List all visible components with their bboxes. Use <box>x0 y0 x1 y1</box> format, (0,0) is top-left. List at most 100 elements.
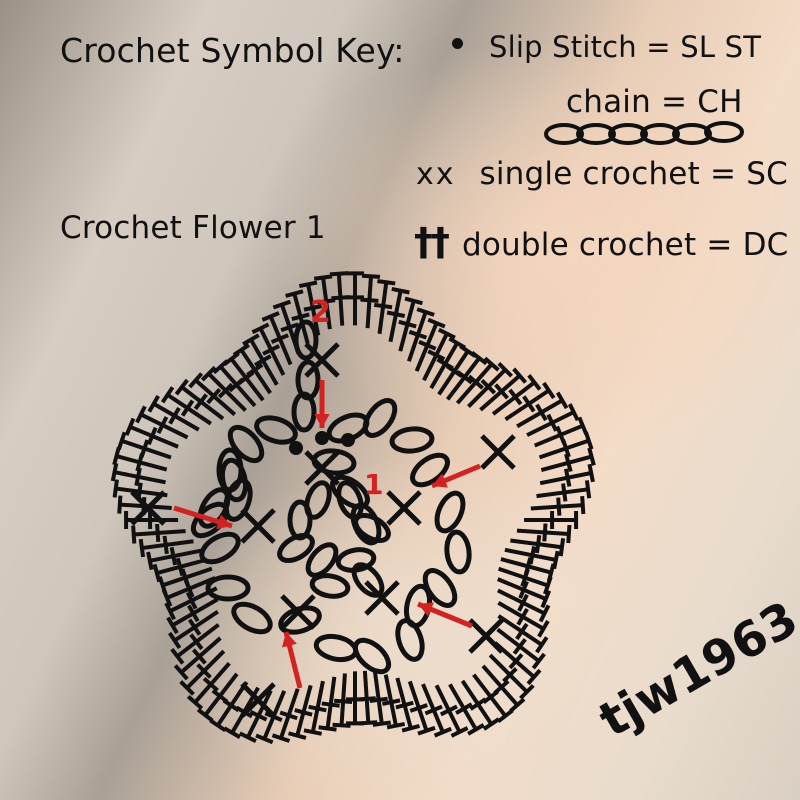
double-crochet-stitch <box>298 280 323 336</box>
double-crochet-stitch <box>398 296 423 352</box>
chain-stitch <box>434 490 466 534</box>
double-crochet-stitch <box>479 367 528 412</box>
chain-stitch <box>293 319 319 361</box>
double-crochet-stitch <box>146 546 202 571</box>
double-crochet-stitch <box>200 365 247 412</box>
double-crochet-stitch <box>539 463 595 487</box>
chain-stitch <box>223 478 253 522</box>
single-crochet-stitch <box>480 434 516 470</box>
double-crochet-stitch <box>504 381 556 422</box>
double-crochet-stitch <box>131 523 186 544</box>
single-crochet-stitch <box>240 682 276 718</box>
chain-stitch <box>205 574 251 602</box>
direction-arrow <box>281 631 303 689</box>
chain-stitch <box>313 633 359 663</box>
chain-stitch <box>227 424 265 464</box>
slip-stitch-dot <box>315 431 329 445</box>
chain-stitch <box>309 573 351 599</box>
chain-stitch <box>422 568 458 608</box>
direction-arrow <box>417 601 473 629</box>
single-crochet-stitch <box>304 450 340 486</box>
chain-stitch <box>395 618 425 662</box>
chain-stitch <box>304 480 332 520</box>
double-crochet-stitch <box>369 671 391 727</box>
double-crochet-stitch <box>497 566 553 595</box>
double-crochet-stitch <box>467 361 514 408</box>
double-crochet-stitch <box>332 673 353 728</box>
double-crochet-stitch <box>174 378 225 421</box>
double-crochet-stitch <box>242 333 279 386</box>
double-crochet-stitch <box>382 674 406 730</box>
chain-stitch <box>231 601 273 635</box>
double-crochet-stitch <box>186 662 231 710</box>
double-crochet-stitch <box>373 279 396 335</box>
double-crochet-round <box>110 271 596 745</box>
double-crochet-stitch <box>516 523 572 544</box>
double-crochet-stitch <box>271 688 300 743</box>
chain-stitch <box>444 529 472 575</box>
double-crochet-stitch <box>422 327 456 382</box>
double-crochet-stitch <box>540 447 596 473</box>
double-crochet-stitch <box>285 289 310 345</box>
double-crochet-stitch <box>497 601 550 638</box>
double-crochet-stitch <box>179 649 226 696</box>
double-crochet-stitch <box>138 535 194 558</box>
double-crochet-stitch <box>170 623 220 665</box>
double-crochet-label: double crochet = DC <box>462 227 789 263</box>
chain-stitch <box>254 415 298 445</box>
key-slip-stitch: Slip Stitch = SL ST <box>452 30 761 64</box>
double-crochet-stitch <box>395 677 421 733</box>
direction-arrow <box>431 463 481 489</box>
single-crochet-stitch <box>240 508 276 544</box>
double-crochet-stitch <box>173 636 222 681</box>
double-crochet-stitch <box>135 405 189 440</box>
double-crochet-stitch <box>460 679 500 731</box>
chain-stitch <box>336 480 364 520</box>
double-crochet-stitch <box>329 271 350 326</box>
single-crochet-stitch <box>468 618 504 654</box>
key-double-crochet: ††double crochet = DC <box>414 220 789 264</box>
chain-stitch <box>291 391 317 433</box>
double-crochet-stitch <box>414 317 446 372</box>
double-crochet-stitch <box>421 683 452 738</box>
chain-stitch <box>277 533 315 563</box>
single-crochet-stitch <box>130 490 166 526</box>
double-crochet-stitch <box>112 446 168 472</box>
double-crochet-stitch <box>124 417 179 449</box>
double-crochet-stitch <box>526 403 580 437</box>
slip-stitch-symbol <box>452 37 463 49</box>
double-crochet-stitch <box>147 394 200 432</box>
double-crochet-stitch <box>167 609 219 650</box>
direction-arrow <box>173 505 233 530</box>
double-crochet-stitch <box>407 307 435 362</box>
slip-stitch-dot <box>289 441 303 455</box>
double-crochet-stitch <box>196 672 239 723</box>
chain-stitch <box>362 398 398 438</box>
double-crochet-stitch <box>251 322 286 376</box>
double-crochet-stitch <box>238 689 273 744</box>
double-crochet-stitch <box>497 614 549 654</box>
double-crochet-stitch <box>160 386 212 426</box>
double-crochet-stitch <box>318 676 340 732</box>
double-crochet-stitch <box>445 351 488 401</box>
double-crochet-stitch <box>538 431 594 460</box>
double-crochet-stitch <box>288 684 313 740</box>
double-crochet-stitch <box>346 271 364 326</box>
double-crochet-stitch <box>434 684 469 738</box>
double-crochet-stitch <box>481 664 526 713</box>
double-crochet-stitch <box>496 588 551 623</box>
double-crochet-stitch <box>524 511 579 529</box>
slip-stitch-label: Slip Stitch = SL ST <box>489 30 762 64</box>
chain-stitch <box>199 531 241 565</box>
single-crochet-round <box>130 342 516 718</box>
chain-label: chain = CH <box>566 84 743 120</box>
double-crochet-stitch <box>496 577 552 609</box>
double-crochet-stitch <box>516 391 569 429</box>
double-crochet-stitch <box>536 480 592 502</box>
direction-arrows <box>173 380 481 689</box>
chain-stitch <box>219 457 249 503</box>
double-crochet-stitch <box>152 557 208 583</box>
